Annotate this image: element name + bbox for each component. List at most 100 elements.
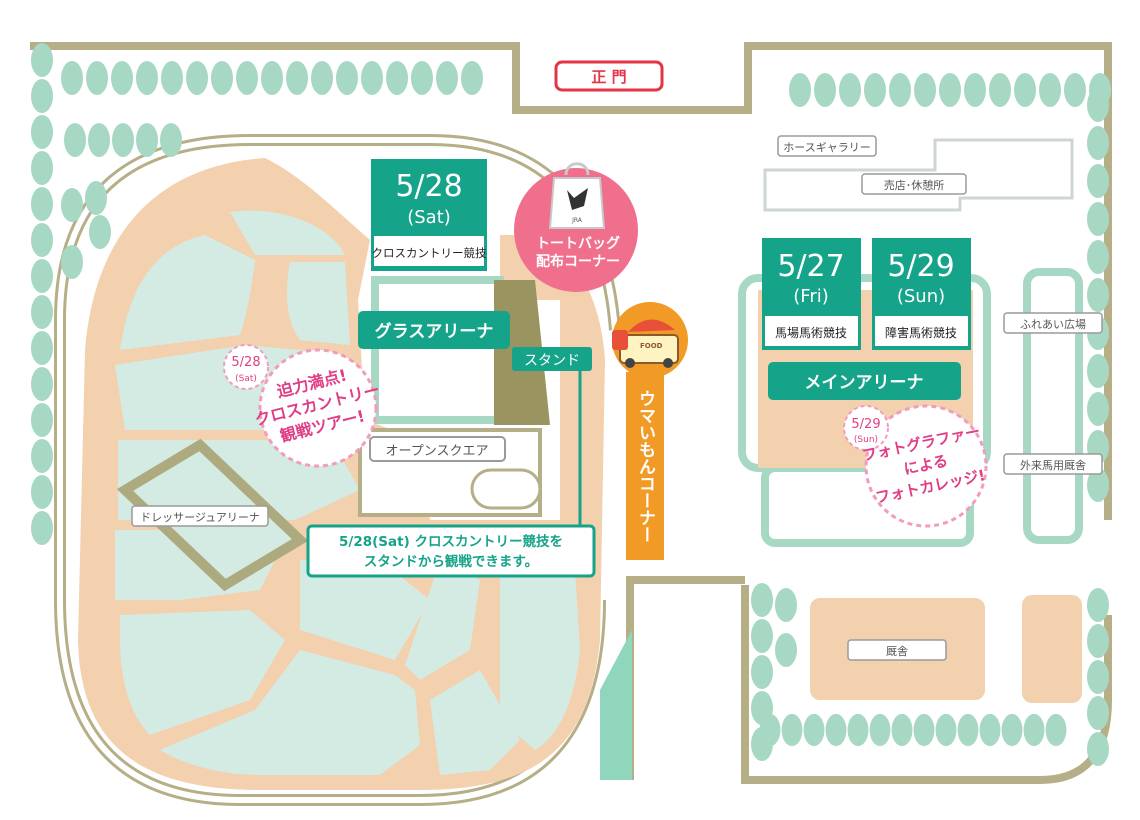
tree-icon	[913, 713, 935, 747]
xc-tour-date: 5/28	[231, 355, 260, 370]
tree-icon	[789, 73, 811, 107]
trees	[31, 43, 1111, 766]
tree-icon	[1087, 732, 1109, 766]
tree-icon	[803, 713, 825, 747]
tree-icon	[31, 43, 53, 77]
tree-icon	[1087, 660, 1109, 694]
day-card-fri: 5/27 (Fri) 馬場馬術競技	[762, 238, 861, 350]
photo-college-day: (Sun)	[854, 435, 878, 445]
day-card-fri-date: 5/27	[777, 249, 844, 284]
tree-icon	[112, 123, 134, 157]
tree-icon	[186, 61, 208, 95]
tree-icon	[31, 259, 53, 293]
svg-text:グラスアリーナ: グラスアリーナ	[375, 321, 494, 342]
tree-icon	[1087, 278, 1109, 312]
xc-tour-day: (Sat)	[235, 374, 257, 384]
tree-icon	[236, 61, 258, 95]
food-truck-sign: FOOD	[640, 342, 663, 350]
xc-tour-callout: 5/28 (Sat) 迫力満点! クロスカントリー 観戦ツアー!	[223, 344, 382, 468]
tree-icon	[1087, 624, 1109, 658]
tree-icon	[211, 61, 233, 95]
tree-icon	[1023, 713, 1045, 747]
tree-icon	[939, 73, 961, 107]
tree-icon	[775, 588, 797, 622]
day-card-sun-date: 5/29	[887, 249, 954, 284]
tree-icon	[386, 61, 408, 95]
tree-icon	[31, 115, 53, 149]
svg-text:スタンド: スタンド	[524, 353, 580, 369]
tree-icon	[1087, 202, 1109, 236]
tree-icon	[839, 73, 861, 107]
tote-label-line1: トートバッグ	[536, 235, 620, 252]
day-card-sat-day: (Sat)	[407, 207, 451, 228]
tree-icon	[889, 73, 911, 107]
tree-icon	[31, 187, 53, 221]
main-gate-label: 正 門	[591, 68, 626, 86]
visitor-stable-label: 外来馬用厩舎	[1003, 453, 1103, 475]
green-patch	[600, 630, 632, 780]
tree-icon	[1087, 164, 1109, 198]
tree-icon	[31, 295, 53, 329]
tree-icon	[89, 215, 111, 249]
tree-icon	[979, 713, 1001, 747]
tree-icon	[1087, 392, 1109, 426]
svg-text:外来馬用厩舎: 外来馬用厩舎	[1020, 459, 1086, 472]
food-corner: FOOD ウマいもんコーナー	[612, 302, 688, 560]
tree-icon	[751, 655, 773, 689]
tote-bag-corner: JRA トートバッグ 配布コーナー	[514, 162, 638, 292]
stand-watch-line1: 5/28(Sat) クロスカントリー競技を	[339, 533, 563, 550]
tree-icon	[61, 61, 83, 95]
day-card-fri-day: (Fri)	[793, 286, 829, 307]
tree-icon	[361, 61, 383, 95]
tree-icon	[31, 223, 53, 257]
tree-icon	[31, 331, 53, 365]
tree-icon	[111, 61, 133, 95]
tree-icon	[1001, 713, 1023, 747]
tree-icon	[1064, 73, 1086, 107]
tree-icon	[61, 188, 83, 222]
tree-icon	[781, 713, 803, 747]
tote-bag-brand: JRA	[571, 217, 583, 224]
tree-icon	[461, 61, 483, 95]
stand-watch-note: 5/28(Sat) クロスカントリー競技を スタンドから観戦できます。	[306, 524, 596, 578]
grass-arena-label: グラスアリーナ	[358, 311, 510, 349]
tree-icon	[1039, 73, 1061, 107]
day-card-sat-event: クロスカントリー競技	[372, 246, 487, 260]
tree-icon	[31, 475, 53, 509]
svg-text:メインアリーナ: メインアリーナ	[805, 373, 924, 393]
tree-icon	[1014, 73, 1036, 107]
stand-watch-line2: スタンドから観戦できます。	[364, 553, 538, 570]
tree-icon	[891, 713, 913, 747]
svg-text:売店･休憩所: 売店･休憩所	[884, 178, 945, 192]
tree-icon	[847, 713, 869, 747]
tree-icon	[31, 439, 53, 473]
tree-icon	[751, 619, 773, 653]
tree-icon	[261, 61, 283, 95]
day-card-sun-day: (Sun)	[897, 286, 945, 307]
tree-icon	[161, 61, 183, 95]
svg-text:オープンスクエア: オープンスクエア	[386, 444, 489, 459]
svg-text:厩舎: 厩舎	[886, 645, 908, 658]
tree-icon	[31, 367, 53, 401]
tree-icon	[869, 713, 891, 747]
tree-icon	[88, 123, 110, 157]
day-card-fri-event: 馬場馬術競技	[775, 325, 847, 340]
open-square-label: オープンスクエア	[369, 436, 506, 462]
tree-icon	[964, 73, 986, 107]
tree-icon	[1087, 696, 1109, 730]
tree-icon	[85, 181, 107, 215]
tree-icon	[1087, 468, 1109, 502]
tote-bag-icon: JRA	[548, 162, 606, 229]
tree-icon	[1045, 713, 1067, 747]
day-card-sun-event: 障害馬術競技	[885, 325, 957, 340]
tree-icon	[31, 79, 53, 113]
main-gate: 正 門	[554, 60, 664, 92]
tree-icon	[61, 245, 83, 279]
tree-icon	[64, 123, 86, 157]
tree-icon	[1087, 240, 1109, 274]
day-card-sat-date: 5/28	[395, 169, 462, 204]
tree-icon	[136, 61, 158, 95]
tree-icon	[935, 713, 957, 747]
photo-college-callout: 5/29 (Sun) フォトグラファー による フォトカレッジ!	[843, 404, 988, 528]
